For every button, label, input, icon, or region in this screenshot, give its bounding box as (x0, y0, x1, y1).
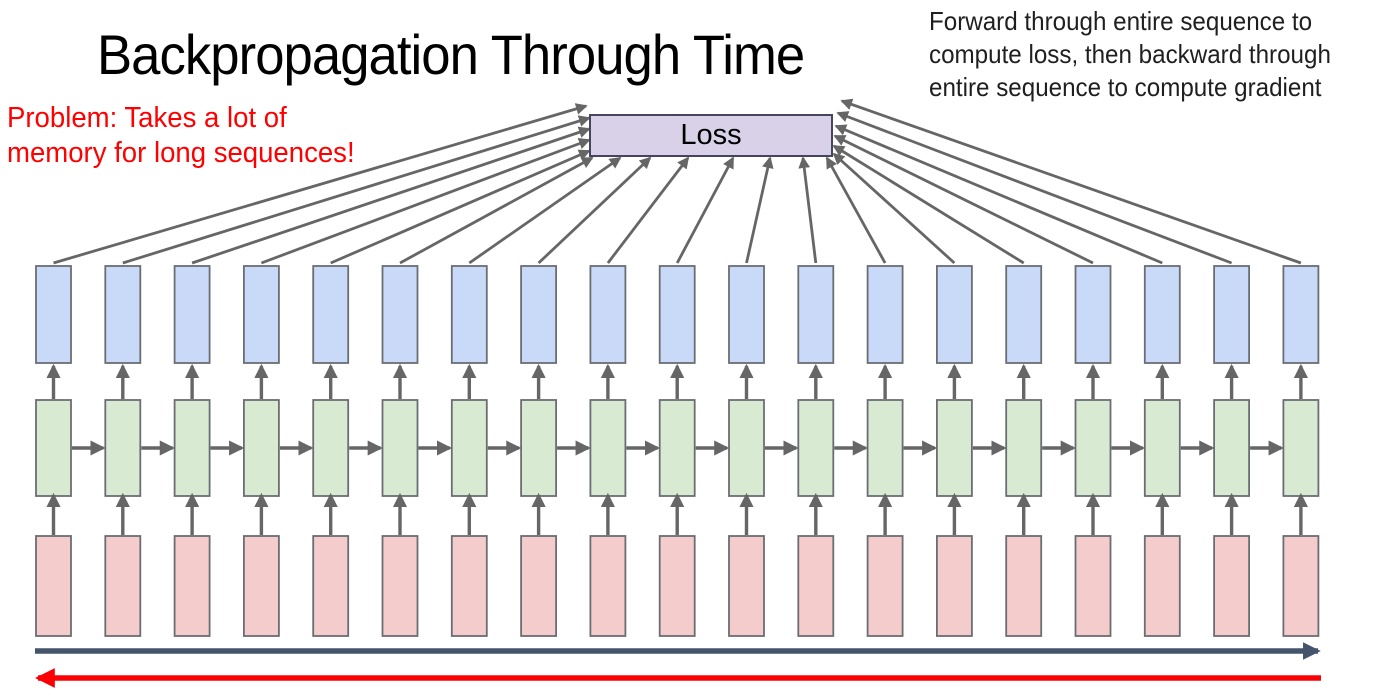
input-box (1282, 535, 1320, 637)
hidden-box (104, 399, 142, 497)
loss-arrow (260, 138, 591, 265)
hidden-box (866, 399, 904, 497)
hidden-box (1282, 399, 1320, 497)
hidden-box (312, 399, 350, 497)
loss-arrow (840, 98, 1302, 265)
output-box (520, 265, 557, 364)
loss-arrow (468, 156, 622, 265)
hidden-box (1213, 399, 1250, 497)
sequence-note-line: compute loss, then backward through (929, 39, 1331, 69)
output-box (936, 265, 973, 364)
hidden-box (242, 399, 280, 497)
loss-arrow (832, 144, 1025, 265)
loss-arrow (537, 156, 652, 265)
output-box (381, 265, 419, 364)
loss-arrow (399, 156, 594, 265)
output-box (1282, 265, 1320, 364)
output-box (173, 265, 211, 364)
problem-note-line: Problem: Takes a lot of (7, 102, 287, 134)
hidden-box (35, 399, 72, 497)
loss-arrow (825, 156, 887, 264)
loss-arrow (798, 156, 818, 264)
input-box (381, 535, 419, 637)
problem-note: Problem: Takes a lot of memory for long … (7, 101, 355, 171)
input-box (104, 535, 142, 637)
input-box (242, 535, 280, 637)
loss-arrow (191, 126, 591, 265)
input-box (1005, 535, 1043, 637)
loss-arrow (122, 115, 591, 265)
problem-note-line: memory for long sequences! (7, 137, 355, 169)
hidden-box (728, 399, 765, 497)
hidden-box (1143, 399, 1181, 497)
hidden-box (936, 399, 973, 497)
hidden-box (173, 399, 211, 497)
input-box (450, 535, 488, 637)
loss-arrow (606, 156, 690, 264)
input-box (658, 535, 696, 637)
input-box (797, 535, 835, 637)
input-box (1213, 535, 1250, 637)
loss-arrow (745, 156, 774, 264)
input-box (589, 535, 627, 637)
output-box (35, 265, 72, 364)
output-box (242, 265, 280, 364)
loss-arrow (833, 134, 1094, 265)
output-box (104, 265, 142, 364)
output-box (589, 265, 627, 364)
output-box (1143, 265, 1181, 364)
output-box (450, 265, 488, 364)
loss-arrow (330, 149, 591, 265)
sequence-note-line: entire sequence to compute gradient (929, 72, 1322, 102)
input-box (520, 535, 557, 637)
loss-arrow (834, 124, 1163, 265)
sequence-note: Forward through entire sequence to compu… (929, 5, 1331, 104)
output-box (797, 265, 835, 364)
loss-label: Loss (680, 119, 742, 151)
input-box (728, 535, 765, 637)
output-box (1213, 265, 1250, 364)
hidden-box (797, 399, 835, 497)
hidden-box (520, 399, 557, 497)
output-box (866, 265, 904, 364)
output-box (1005, 265, 1043, 364)
loss-arrow (836, 111, 1233, 265)
sequence-note-line: Forward through entire sequence to (929, 6, 1313, 36)
hidden-box (1074, 399, 1112, 497)
hidden-box (589, 399, 627, 497)
output-box (312, 265, 350, 364)
input-box (936, 535, 973, 637)
output-box (1074, 265, 1112, 364)
loss-arrow (675, 156, 735, 264)
input-box (312, 535, 350, 637)
input-box (1143, 535, 1181, 637)
input-box (35, 535, 72, 637)
hidden-box (450, 399, 488, 497)
loss-box: Loss (589, 114, 833, 157)
input-box (1074, 535, 1112, 637)
slide-title: Backpropagation Through Time (97, 23, 805, 86)
output-box (658, 265, 696, 364)
input-box (173, 535, 211, 637)
hidden-box (1005, 399, 1043, 497)
loss-arrow (53, 103, 588, 265)
hidden-box (381, 399, 419, 497)
output-box (728, 265, 765, 364)
input-box (866, 535, 904, 637)
hidden-box (658, 399, 696, 497)
loss-arrow (832, 152, 956, 265)
